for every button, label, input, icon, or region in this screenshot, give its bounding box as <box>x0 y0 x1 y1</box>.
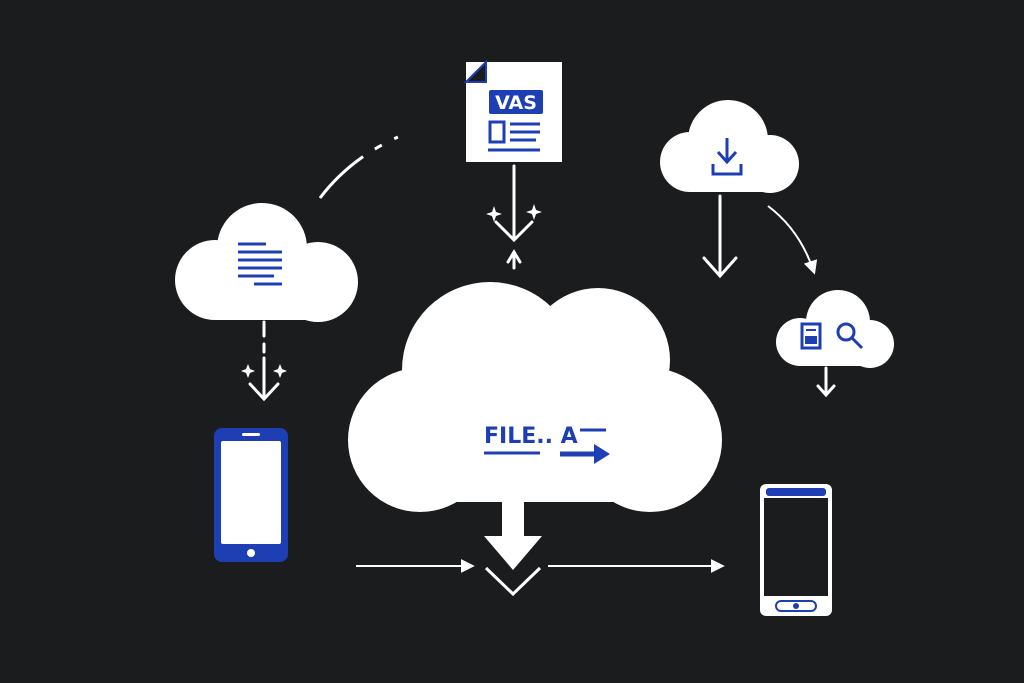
sparkle-marks <box>486 204 542 222</box>
curved-connector <box>318 122 435 199</box>
download-icon <box>711 138 743 176</box>
document-down-arrow <box>494 164 534 270</box>
document-badge-text: VAS <box>495 92 537 114</box>
arrow-right-icon <box>560 444 610 464</box>
document-badge <box>489 90 543 114</box>
magnifier-icon <box>836 322 864 350</box>
main-cloud-down-arrow <box>484 500 542 570</box>
top-right-cloud-down-arrow <box>702 194 738 279</box>
small-cloud-down-arrow <box>816 366 836 398</box>
curved-arrow-to-small-cloud <box>767 205 818 275</box>
main-cloud <box>348 282 722 512</box>
left-cloud-down-arrow <box>248 320 280 402</box>
text-lines-icon <box>238 242 282 286</box>
main-cloud-label: FILE.. A <box>484 424 578 449</box>
file-icon <box>800 322 822 350</box>
smartphone-icon <box>214 428 288 562</box>
chevron-down-icon <box>484 566 542 597</box>
smartphone-icon-right <box>760 484 832 616</box>
document-icon: VAS <box>463 59 562 162</box>
left-cloud <box>175 203 358 322</box>
sparkle-marks-left <box>241 364 287 378</box>
